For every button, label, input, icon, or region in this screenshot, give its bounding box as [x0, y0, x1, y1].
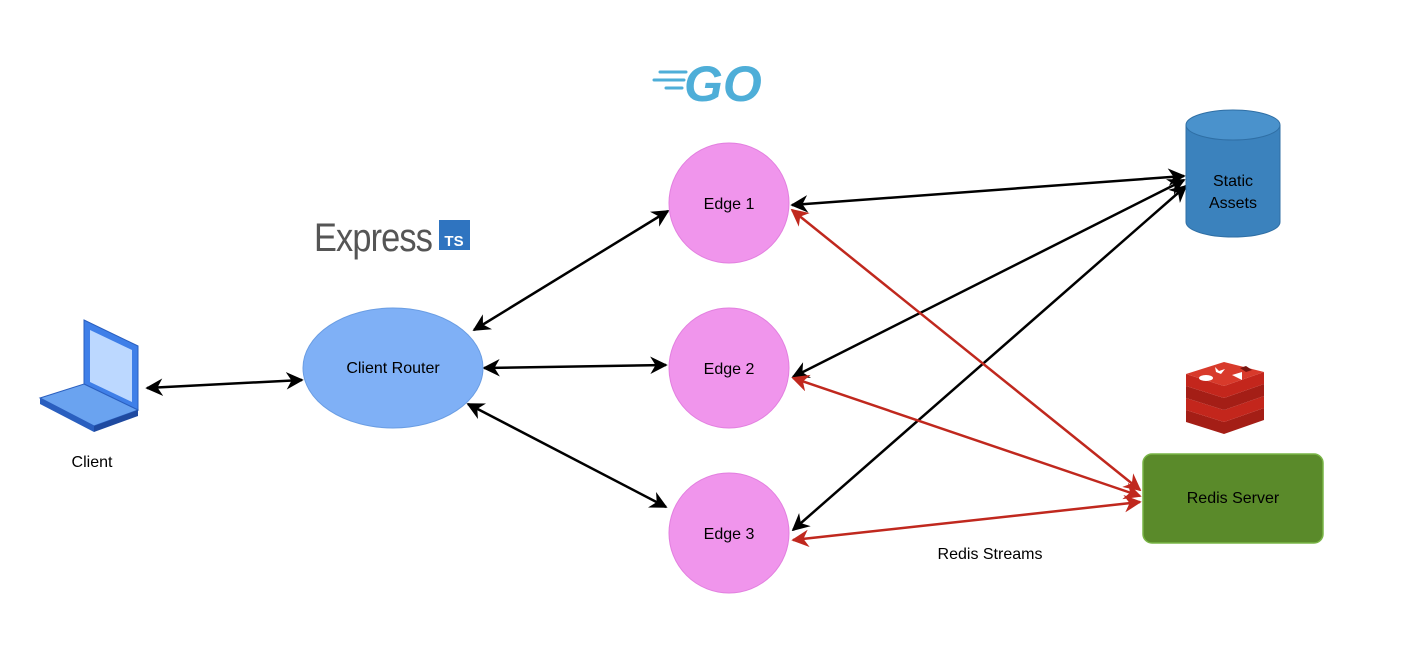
redis-logo-icon [1186, 362, 1264, 434]
go-logo-text: GO [684, 56, 762, 112]
redis-server-node[interactable] [1142, 453, 1324, 544]
redis-streams-label: Redis Streams [938, 546, 1043, 563]
client-label: Client [72, 454, 113, 471]
express-ts-logo: Express TS [314, 216, 470, 260]
black-connectors [145, 168, 1188, 532]
go-logo: GO [652, 56, 762, 112]
router-edge3-arrow [466, 402, 668, 509]
router-edge1-arrow [472, 209, 670, 332]
edge-2-node[interactable] [668, 307, 790, 429]
edge-1-label: Edge 1 [704, 196, 755, 213]
static-assets-label-line1: Static [1213, 173, 1253, 190]
red-connectors [790, 208, 1142, 547]
edge1-static-arrow [790, 168, 1186, 213]
ts-badge [439, 220, 470, 250]
client-router-label: Client Router [346, 360, 440, 377]
edge2-redis-arrow [791, 374, 1142, 500]
static-assets-node[interactable] [1185, 109, 1281, 238]
edge-3-node[interactable] [668, 472, 790, 594]
edge-3-label: Edge 3 [704, 526, 755, 543]
edge2-static-arrow [791, 178, 1186, 379]
client-router-arrow [145, 372, 304, 396]
edge-1-node[interactable] [668, 142, 790, 264]
express-logo-text: Express [314, 216, 432, 260]
router-edge2-arrow [482, 356, 668, 377]
edge-2-label: Edge 2 [704, 361, 755, 378]
ts-badge-text: TS [444, 233, 463, 250]
static-assets-label-line2: Assets [1209, 195, 1257, 212]
client-router-node[interactable] [302, 307, 484, 429]
laptop-icon [38, 319, 140, 432]
edge3-redis-arrow [791, 495, 1142, 547]
redis-server-label: Redis Server [1187, 490, 1280, 507]
